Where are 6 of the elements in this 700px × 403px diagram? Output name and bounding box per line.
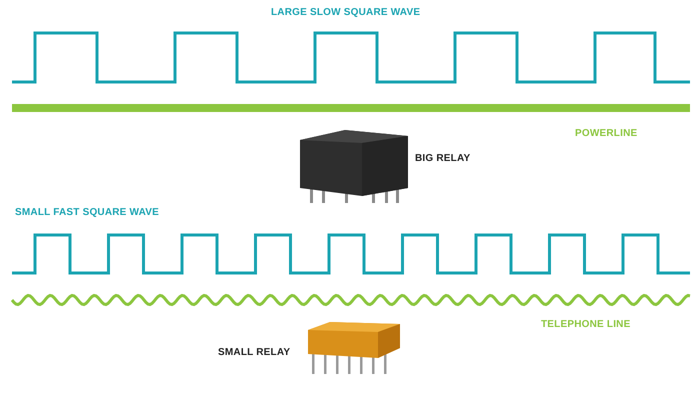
relay-label: BIG RELAY	[415, 153, 470, 164]
wave-label: LARGE SLOW SQUARE WAVE	[271, 7, 420, 18]
line-label: TELEPHONE LINE	[541, 319, 630, 330]
relay-label: SMALL RELAY	[218, 347, 290, 358]
wave-label: SMALL FAST SQUARE WAVE	[15, 207, 160, 218]
line-label: POWERLINE	[575, 128, 638, 139]
